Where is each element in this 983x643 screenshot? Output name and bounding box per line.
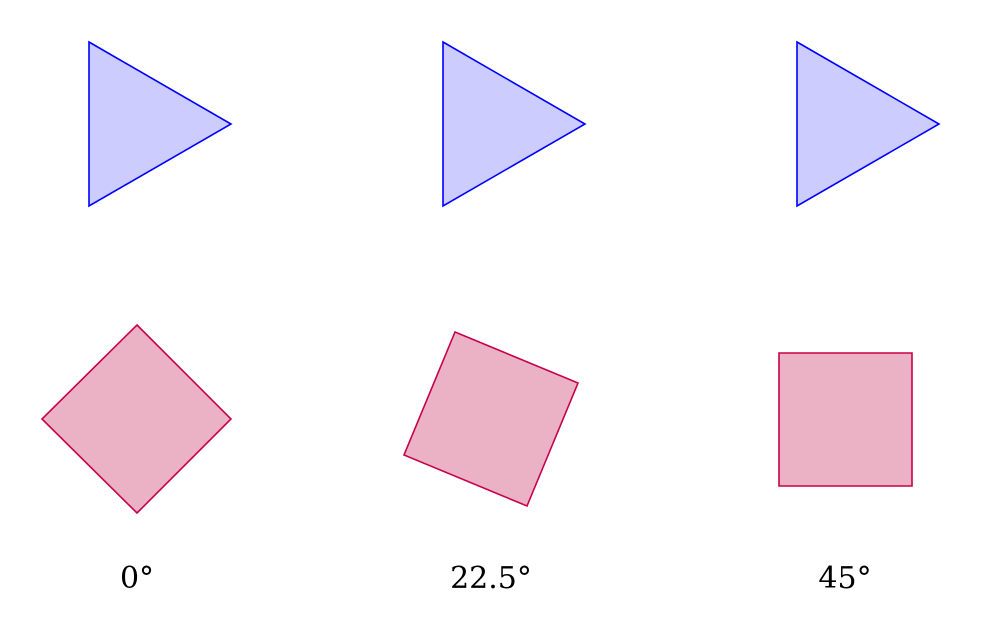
column-1: 22.5° bbox=[402, 40, 587, 596]
triangle bbox=[442, 40, 587, 208]
column-2: 45° bbox=[778, 40, 941, 596]
angle-label: 0° bbox=[120, 561, 154, 596]
angle-label: 45° bbox=[818, 561, 871, 596]
column-0: 0° bbox=[40, 40, 233, 596]
square-rotated-0 bbox=[40, 323, 233, 515]
triangle bbox=[796, 40, 941, 208]
angle-label: 22.5° bbox=[450, 561, 532, 596]
square-rotated-45 bbox=[778, 352, 913, 487]
triangle bbox=[88, 40, 233, 208]
square-rotated-22-5 bbox=[402, 330, 580, 508]
